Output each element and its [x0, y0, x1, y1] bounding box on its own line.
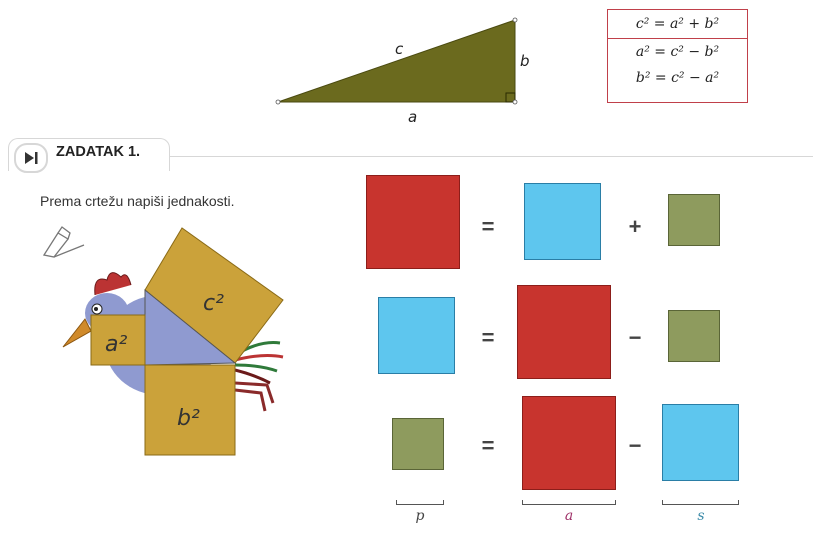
formula-b-squared: b² = c² − a²	[608, 65, 747, 91]
eq2-mid-red-square	[517, 285, 611, 379]
eq1-equals: =	[478, 214, 498, 240]
eq1-mid-blue-square	[524, 183, 601, 260]
right-triangle	[278, 20, 515, 102]
task-divider	[160, 156, 813, 157]
bird-crest	[95, 273, 131, 295]
triangle-figure: c b a	[270, 10, 540, 130]
label-b2: b²	[177, 406, 200, 431]
task-title: ZADATAK 1.	[56, 144, 140, 160]
eq2-lhs-blue-square	[378, 297, 455, 374]
eq3-minus: −	[625, 433, 645, 459]
formula-pythagoras: c² = a² + b²	[608, 10, 747, 39]
label-c2: c²	[203, 291, 224, 316]
scale-bar-a	[522, 500, 616, 505]
scale-bar-p	[396, 500, 444, 505]
eq3-mid-red-square	[522, 396, 616, 490]
scale-label-p: p	[400, 508, 440, 524]
bird-beak	[63, 319, 91, 347]
eq1-lhs-red-square	[366, 175, 460, 269]
bird-illustration: c² a² b²	[55, 225, 295, 465]
eq3-lhs-olive-square	[392, 418, 444, 470]
eq3-equals: =	[478, 433, 498, 459]
vertex-dot	[276, 100, 280, 104]
eq2-equals: =	[478, 325, 498, 351]
vertex-dot	[513, 18, 517, 22]
eq1-plus: +	[625, 214, 645, 240]
task-instruction: Prema crtežu napiši jednakosti.	[40, 193, 235, 209]
eq2-minus: −	[625, 325, 645, 351]
skip-forward-icon	[14, 143, 48, 173]
side-label-b: b	[520, 52, 530, 70]
bird-pupil	[94, 307, 98, 311]
eq1-rhs-olive-square	[668, 194, 720, 246]
eq3-rhs-blue-square	[662, 404, 739, 481]
label-a2: a²	[105, 332, 127, 357]
formula-box: c² = a² + b² a² = c² − b² b² = c² − a²	[607, 9, 748, 103]
side-label-c: c	[395, 40, 404, 58]
bird-legs	[235, 383, 273, 411]
scale-bar-s	[662, 500, 739, 505]
vertex-dot	[513, 100, 517, 104]
side-label-a: a	[408, 108, 417, 126]
scale-label-s: s	[681, 508, 721, 524]
formula-a-squared: a² = c² − b²	[608, 39, 747, 65]
eq2-rhs-olive-square	[668, 310, 720, 362]
scale-label-a: a	[549, 508, 589, 524]
